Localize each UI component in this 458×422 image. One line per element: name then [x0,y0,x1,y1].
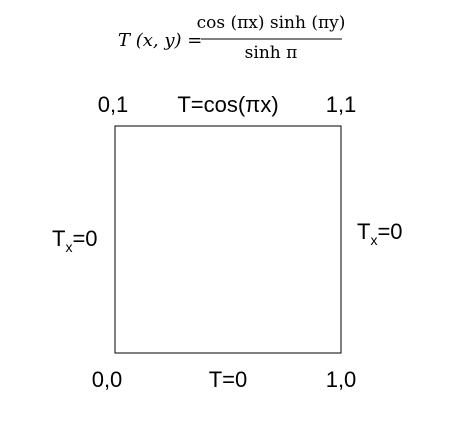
boundary-right-base: T [357,219,370,244]
boundary-right-rest: =0 [377,219,402,244]
boundary-label-left: Tx=0 [52,226,98,255]
equation-numerator: cos (πx) sinh (πy) [197,13,346,33]
boundary-label-right: Tx=0 [357,219,403,248]
corner-label-bottom-right: 1,0 [326,367,357,392]
domain-square [114,125,342,354]
boundary-left-subscript: x [65,239,72,255]
boundary-right-subscript: x [370,232,377,248]
equation-denominator: sinh π [245,43,298,63]
corner-label-bottom-left: 0,0 [92,367,123,392]
boundary-left-base: T [52,226,65,251]
boundary-label-bottom: T=0 [209,367,248,392]
corner-label-top-left: 0,1 [98,92,129,117]
boundary-left-rest: =0 [72,226,97,251]
corner-label-top-right: 1,1 [326,92,357,117]
equation-lhs: T (x, y) = [118,30,202,51]
boundary-label-top: T=cos(πx) [177,92,278,117]
